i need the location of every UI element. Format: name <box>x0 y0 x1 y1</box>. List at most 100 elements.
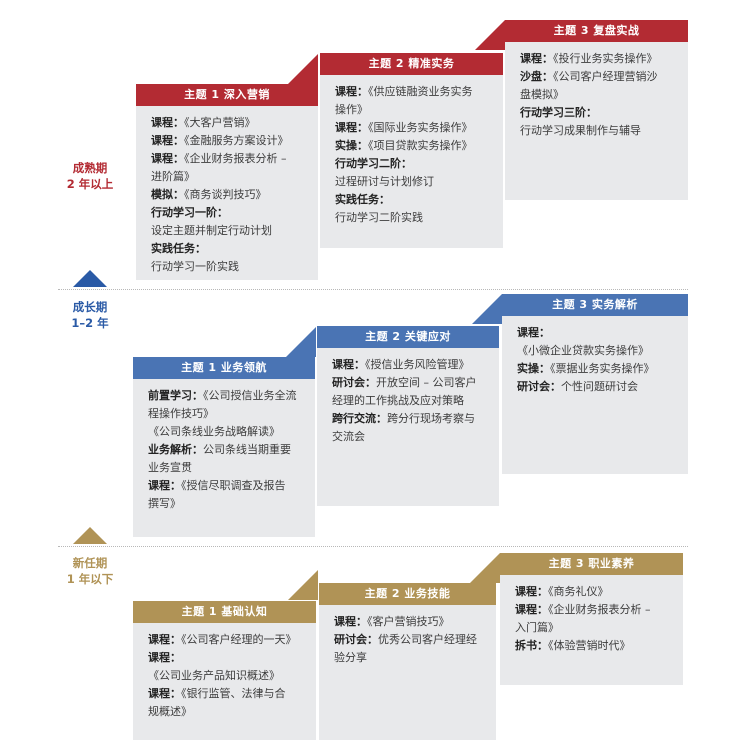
stage-new-line1: 新任期 <box>72 556 108 570</box>
card-line: 行动学习三阶： <box>520 104 678 122</box>
card-line: 拆书：《体验营销时代》 <box>515 637 673 655</box>
card-line-label: 课程： <box>332 358 365 371</box>
card-line-label: 课程： <box>515 585 548 598</box>
divider-growth-new <box>58 546 688 547</box>
card-new-theme1: 主题 1 基础认知 课程：《公司客户经理的一天》课程：《公司业务产品知识概述》课… <box>133 601 316 740</box>
card-line-text: 《企业财务报表分析 – <box>184 152 287 165</box>
stage-growth-line2: 1–2 年 <box>71 316 109 330</box>
card-line-text: 《企业财务报表分析 – <box>548 603 651 616</box>
card-line-text: 经理的工作挑战及应对策略 <box>332 394 464 407</box>
card-line: 行动学习成果制作与辅导 <box>520 122 678 140</box>
card-line-text: 《项目贷款实务操作》 <box>368 139 473 152</box>
card-line: 验分享 <box>334 649 486 667</box>
card-mature-theme3-body: 课程：《投行业务实务操作》沙盘：《公司客户经理营销沙盘模拟》行动学习三阶：行动学… <box>505 42 688 146</box>
card-mature-theme2-title: 主题 2 精准实务 <box>320 53 503 75</box>
card-line-text: 《金融服务方案设计》 <box>184 134 289 147</box>
card-growth-theme3-body: 课程：《小微企业贷款实务操作》实操：《票据业务实务操作》研讨会：个性问题研讨会 <box>502 316 688 402</box>
card-line-text: 《国际业务实务操作》 <box>368 121 473 134</box>
card-new-theme2: 主题 2 业务技能 课程：《客户营销技巧》研讨会：优秀公司客户经理经验分享 <box>319 583 496 740</box>
card-line: 经理的工作挑战及应对策略 <box>332 392 489 410</box>
card-line: 入门篇》 <box>515 619 673 637</box>
step-wedge-new-2 <box>470 553 500 583</box>
card-line: 实践任务： <box>335 191 493 209</box>
card-line: 课程：《大客户营销》 <box>151 114 308 132</box>
card-line-label: 行动学习二阶： <box>335 157 412 170</box>
divider-mature-growth <box>58 289 688 290</box>
stage-label-growth: 成长期 1–2 年 <box>55 299 125 331</box>
card-line-text: 跨分行现场考察与 <box>387 412 475 425</box>
card-growth-theme3: 主题 3 实务解析 课程：《小微企业贷款实务操作》实操：《票据业务实务操作》研讨… <box>502 294 688 474</box>
card-line: 业务宣贯 <box>148 459 305 477</box>
card-mature-theme1: 主题 1 深入营销 课程：《大客户营销》课程：《金融服务方案设计》课程：《企业财… <box>136 84 318 280</box>
card-line-label: 课程： <box>148 687 181 700</box>
stage-new-line2: 1 年以下 <box>66 572 114 586</box>
card-line-label: 课程： <box>517 326 550 339</box>
card-line: 课程： <box>517 324 678 342</box>
card-mature-theme1-title: 主题 1 深入营销 <box>136 84 318 106</box>
stage-label-new: 新任期 1 年以下 <box>55 555 125 587</box>
card-line-text: 验分享 <box>334 651 367 664</box>
card-line-text: 程操作技巧》 <box>148 407 214 420</box>
card-line: 课程：《授信业务风险管理》 <box>332 356 489 374</box>
card-line: 课程：《国际业务实务操作》 <box>335 119 493 137</box>
card-line-label: 课程： <box>520 52 553 65</box>
card-line: 操作》 <box>335 101 493 119</box>
card-line-text: 个性问题研讨会 <box>561 380 638 393</box>
card-line-text: 入门篇》 <box>515 621 559 634</box>
card-growth-theme2-body: 课程：《授信业务风险管理》研讨会：开放空间 – 公司客户经理的工作挑战及应对策略… <box>317 348 499 452</box>
card-line-text: 《银行监管、法律与合 <box>181 687 286 700</box>
card-line-label: 实践任务： <box>151 242 206 255</box>
card-new-theme1-body: 课程：《公司客户经理的一天》课程：《公司业务产品知识概述》课程：《银行监管、法律… <box>133 623 316 727</box>
card-line-label: 课程： <box>335 85 368 98</box>
card-line-label: 前置学习： <box>148 389 203 402</box>
card-line-text: 设定主题并制定行动计划 <box>151 224 272 237</box>
card-line: 研讨会：个性问题研讨会 <box>517 378 678 396</box>
card-line-text: 过程研讨与计划修订 <box>335 175 434 188</box>
card-line-text: 《公司业务产品知识概述》 <box>148 669 280 682</box>
card-new-theme2-title: 主题 2 业务技能 <box>319 583 496 605</box>
card-line-text: 《体验营销时代》 <box>548 639 631 652</box>
card-new-theme3-body: 课程：《商务礼仪》课程：《企业财务报表分析 – 入门篇》拆书：《体验营销时代》 <box>500 575 683 661</box>
card-line: 跨行交流：跨分行现场考察与 <box>332 410 489 428</box>
card-line-text: 《客户营销技巧》 <box>367 615 450 628</box>
card-growth-theme2: 主题 2 关键应对 课程：《授信业务风险管理》研讨会：开放空间 – 公司客户经理… <box>317 326 499 506</box>
card-line-text: 优秀公司客户经理经 <box>378 633 477 646</box>
card-line: 规概述》 <box>148 703 306 721</box>
card-line-text: 操作》 <box>335 103 368 116</box>
step-wedge-new-1 <box>288 570 318 600</box>
card-line-label: 课程： <box>151 152 184 165</box>
card-growth-theme1: 主题 1 业务领航 前置学习：《公司授信业务全流程操作技巧》《公司条线业务战略解… <box>133 357 315 537</box>
card-line: 课程：《金融服务方案设计》 <box>151 132 308 150</box>
card-line-label: 课程： <box>334 615 367 628</box>
card-line: 过程研讨与计划修订 <box>335 173 493 191</box>
card-line: 《公司条线业务战略解读》 <box>148 423 305 441</box>
card-line: 前置学习：《公司授信业务全流 <box>148 387 305 405</box>
card-line-text: 撰写》 <box>148 497 181 510</box>
card-line-text: 开放空间 – 公司客户 <box>376 376 477 389</box>
card-line: 行动学习二阶实践 <box>335 209 493 227</box>
card-mature-theme3: 主题 3 复盘实战 课程：《投行业务实务操作》沙盘：《公司客户经理营销沙盘模拟》… <box>505 20 688 200</box>
card-line: 课程：《供应链融资业务实务 <box>335 83 493 101</box>
card-line: 行动学习一阶实践 <box>151 258 308 276</box>
card-line: 课程：《商务礼仪》 <box>515 583 673 601</box>
card-line: 课程：《企业财务报表分析 – <box>151 150 308 168</box>
card-line-label: 研讨会： <box>334 633 378 646</box>
card-line: 研讨会：优秀公司客户经理经 <box>334 631 486 649</box>
card-line: 《小微企业贷款实务操作》 <box>517 342 678 360</box>
card-line-text: 《公司授信业务全流 <box>203 389 297 402</box>
card-line: 撰写》 <box>148 495 305 513</box>
card-line-label: 课程： <box>151 134 184 147</box>
card-new-theme2-body: 课程：《客户营销技巧》研讨会：优秀公司客户经理经验分享 <box>319 605 496 673</box>
stage-growth-line1: 成长期 <box>72 300 108 314</box>
card-new-theme1-title: 主题 1 基础认知 <box>133 601 316 623</box>
card-line: 课程：《企业财务报表分析 – <box>515 601 673 619</box>
card-line-label: 研讨会： <box>332 376 376 389</box>
card-mature-theme1-body: 课程：《大客户营销》课程：《金融服务方案设计》课程：《企业财务报表分析 –进阶篇… <box>136 106 318 282</box>
card-line-label: 行动学习三阶： <box>520 106 597 119</box>
card-line-text: 行动学习一阶实践 <box>151 260 239 273</box>
card-line: 进阶篇》 <box>151 168 308 186</box>
card-line-text: 《公司客户经理营销沙 <box>553 70 658 83</box>
card-new-theme3: 主题 3 职业素养 课程：《商务礼仪》课程：《企业财务报表分析 –入门篇》拆书：… <box>500 553 683 685</box>
card-line-text: 交流会 <box>332 430 365 443</box>
card-line: 程操作技巧》 <box>148 405 305 423</box>
